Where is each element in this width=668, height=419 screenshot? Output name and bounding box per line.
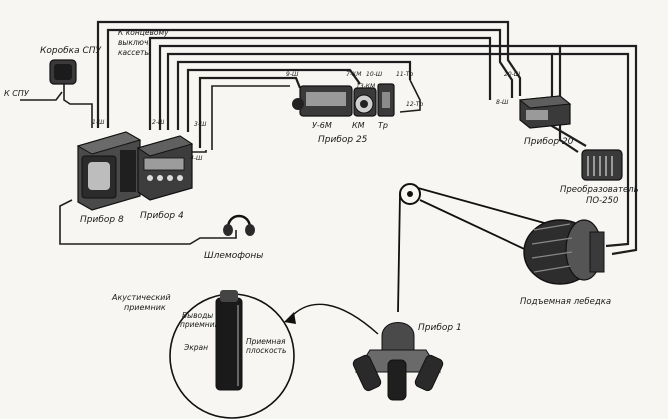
converter-label: Преобразователь ПО-250 — [560, 185, 641, 206]
cable-4r — [188, 150, 207, 153]
wiring-harness — [20, 20, 638, 256]
cable-g — [186, 68, 361, 132]
u6m-label: У-6М — [312, 121, 332, 130]
device-25-label: Прибор 25 — [318, 135, 368, 145]
cable-headset — [59, 199, 237, 245]
spu-box-label: Коробка СПУ — [40, 46, 102, 56]
cable-winch-b — [598, 52, 630, 248]
cable-a — [96, 20, 522, 128]
winch — [523, 219, 605, 285]
cable-i — [211, 85, 290, 150]
headset-icon — [223, 214, 255, 236]
device-25 — [292, 83, 395, 117]
to-spu-label: К СПУ — [4, 89, 30, 98]
cable-to-spu — [20, 91, 63, 101]
connector-12: 12-Тр — [406, 101, 423, 108]
converter-po250 — [581, 149, 623, 181]
connector-13: 13-КМ — [356, 83, 376, 90]
device-4-label: Прибор 4 — [140, 211, 184, 221]
receiver-leads-label: Выводы приемника — [180, 311, 224, 329]
headset-label: Шлемофоны — [204, 251, 263, 261]
cable-f — [176, 60, 412, 130]
connector-1: 1-Ш — [92, 119, 105, 126]
connector-10: 10-Ш — [366, 71, 383, 78]
spu-box — [49, 59, 77, 85]
receiving-plane-label: Приемная плоскость — [246, 337, 288, 355]
connector-3: 3-Ш — [194, 121, 207, 128]
winch-label: Подъемная лебедка — [520, 297, 611, 307]
cable-c — [148, 36, 492, 130]
device-20-label: Прибор 20 — [524, 137, 574, 147]
connector-8: 8-Ш — [496, 99, 509, 106]
cable-tr — [399, 79, 421, 113]
device-20 — [518, 95, 572, 129]
device-4 — [136, 135, 194, 201]
cable-h — [198, 76, 302, 148]
connector-20: 20-Ш — [504, 71, 521, 78]
arrow-head-icon — [284, 312, 296, 324]
tr-label: Тр — [378, 121, 388, 130]
km-label: КМ — [352, 121, 365, 130]
to-cassette-label: К концевому выключ. кассеты — [118, 28, 171, 57]
cable-winch-a — [590, 44, 638, 256]
device-1 — [352, 322, 444, 401]
connector-7: 7-КМ — [346, 71, 362, 78]
screen-label: Экран — [183, 343, 208, 352]
connector-4: 4-Ш — [190, 155, 203, 162]
connector-2: 2-Ш — [152, 119, 165, 126]
connector-11: 11-Тр — [396, 71, 413, 78]
connector-9: 9-Ш — [286, 71, 299, 78]
device-1-label: Прибор 1 — [418, 323, 462, 333]
acoustic-receiver-detail — [169, 290, 295, 419]
device-8 — [76, 131, 142, 211]
detail-arrow — [289, 303, 379, 335]
cable-spu — [63, 84, 93, 128]
device-8-label: Прибор 8 — [80, 215, 124, 225]
acoustic-receiver-label: Акустический приемник — [111, 293, 173, 312]
